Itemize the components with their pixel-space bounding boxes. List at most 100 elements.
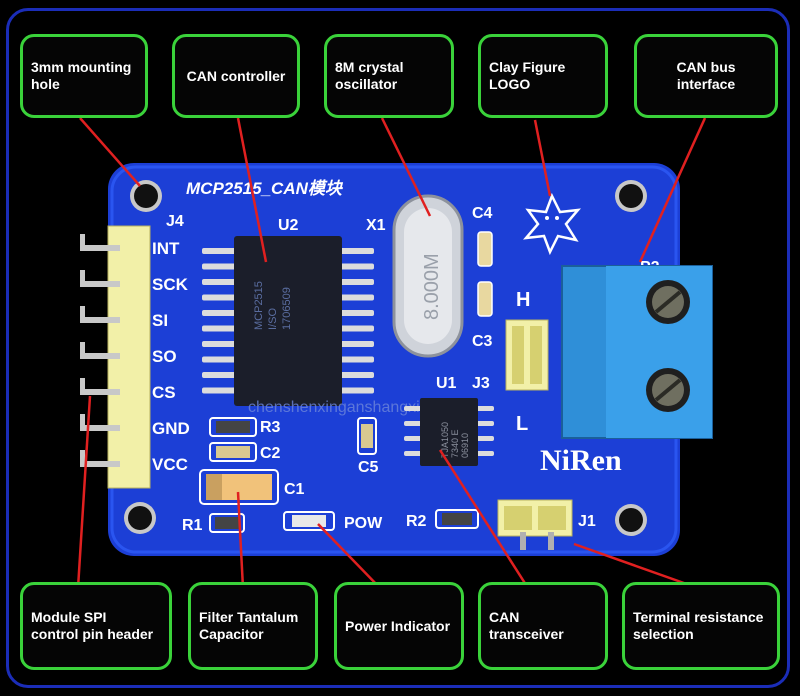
pin-label-si: SI — [152, 311, 168, 330]
callout-logo: Clay Figure LOGO — [478, 34, 608, 118]
c3-cap — [477, 281, 493, 317]
j3-label: J3 — [472, 375, 490, 392]
header-pin — [80, 281, 120, 287]
r1-resistor — [209, 513, 245, 533]
transceiver-marking: TJA10507340 E06910 — [440, 422, 470, 458]
callout-tantalum-text: Filter Tantalum Capacitor — [199, 609, 299, 642]
j1-jumper — [497, 499, 573, 550]
controller-leg — [202, 263, 236, 270]
controller-leg — [202, 372, 236, 378]
callout-terminal: Terminal resistance selection — [622, 582, 780, 670]
header-pin — [80, 245, 120, 251]
controller-leg — [202, 325, 236, 332]
tantalum-capacitor — [199, 469, 279, 505]
pin-label-gnd: GND — [152, 419, 190, 438]
r2-label: R2 — [406, 513, 427, 530]
callout-power-indicator: Power Indicator — [334, 582, 464, 670]
mounting-holes — [124, 180, 647, 536]
transceiver-leg — [476, 436, 494, 441]
pointer-lines — [76, 117, 707, 590]
pin-label-so: SO — [152, 347, 177, 366]
r2-resistor — [435, 509, 479, 529]
header-pin-bend — [80, 414, 85, 428]
r3-resistor — [209, 417, 257, 437]
transceiver-leg — [476, 406, 494, 411]
callout-mounting-hole-text: 3mm mounting hole — [31, 59, 132, 92]
transceiver-leg — [404, 451, 422, 456]
pointer-tantalum — [236, 491, 245, 589]
callout-crystal-text: 8M crystal oscillator — [335, 59, 404, 92]
callout-bus-interface: CAN bus interface — [634, 34, 778, 118]
header-pin — [80, 389, 120, 395]
controller-leg — [340, 263, 374, 270]
transceiver-leg — [404, 436, 422, 441]
header-pin — [80, 425, 120, 431]
controller-ref: U2 — [278, 217, 299, 234]
pointer-transceiver — [438, 449, 530, 589]
brand-name: NiRen — [540, 444, 622, 477]
pin-header — [80, 225, 151, 489]
header-pins — [80, 234, 120, 467]
c2-label: C2 — [260, 445, 281, 462]
controller-leg — [340, 248, 374, 254]
h-label: H — [516, 289, 530, 311]
header-pin-bend — [80, 378, 85, 392]
c5-label: C5 — [358, 459, 379, 476]
pointer-crystal — [380, 117, 432, 217]
power-led — [283, 511, 335, 531]
c3-label: C3 — [472, 333, 493, 350]
header-pin-bend — [80, 270, 85, 284]
callout-tantalum: Filter Tantalum Capacitor — [188, 582, 318, 670]
callout-can-controller-text: CAN controller — [186, 67, 286, 84]
header-pin-bend — [80, 234, 85, 248]
controller-leg — [340, 356, 374, 363]
header-pin — [80, 353, 120, 359]
pin-label-cs: CS — [152, 383, 176, 402]
j1-label: J1 — [578, 513, 596, 530]
callout-spi-header: Module SPI control pin header — [20, 582, 172, 670]
controller-leg — [340, 387, 374, 394]
callout-mounting-hole: 3mm mounting hole — [20, 34, 148, 118]
callout-terminal-text: Terminal resistance selection — [633, 609, 764, 642]
transceiver-leg — [404, 406, 422, 411]
callout-spi-header-text: Module SPI control pin header — [31, 609, 154, 642]
header-pin-bend — [80, 342, 85, 356]
can-transceiver-chip: TJA10507340 E06910 — [404, 398, 494, 466]
controller-leg — [340, 341, 374, 347]
transceiver-leg — [404, 421, 422, 426]
watermark: chenshenxinganshangxian — [248, 399, 437, 416]
header-ref: J4 — [166, 213, 184, 230]
header-pin — [80, 317, 120, 323]
callout-bus-interface-text: CAN bus interface — [676, 59, 736, 92]
pointer-logo — [533, 119, 552, 197]
callout-transceiver-text: CAN transceiver — [489, 609, 564, 642]
transceiver-ref: U1 — [436, 375, 457, 392]
controller-leg — [202, 294, 236, 301]
crystal-marking: 8.000M — [421, 253, 443, 320]
j3-jumper — [505, 319, 549, 391]
crystal-oscillator: 8.000M — [392, 194, 464, 358]
c2-capacitor — [209, 442, 257, 462]
pointer-can-controller — [236, 117, 268, 263]
controller-leg — [340, 325, 374, 332]
header-pin — [80, 461, 120, 467]
pin-label-int: INT — [152, 239, 180, 258]
transceiver-leg — [476, 451, 494, 456]
c1-label: C1 — [284, 481, 305, 498]
can-terminal-block — [561, 265, 713, 439]
clay-figure-logo — [522, 192, 582, 256]
callout-logo-text: Clay Figure LOGO — [489, 59, 566, 92]
board-title: MCP2515_CAN模块 — [186, 179, 344, 198]
callout-can-controller: CAN controller — [172, 34, 300, 118]
callout-power-indicator-text: Power Indicator — [345, 617, 451, 634]
controller-leg — [202, 310, 236, 316]
pointer-bus-interface — [638, 117, 707, 263]
pointer-spi-header — [76, 395, 92, 589]
controller-leg — [202, 279, 236, 285]
header-pin-bend — [80, 306, 85, 320]
